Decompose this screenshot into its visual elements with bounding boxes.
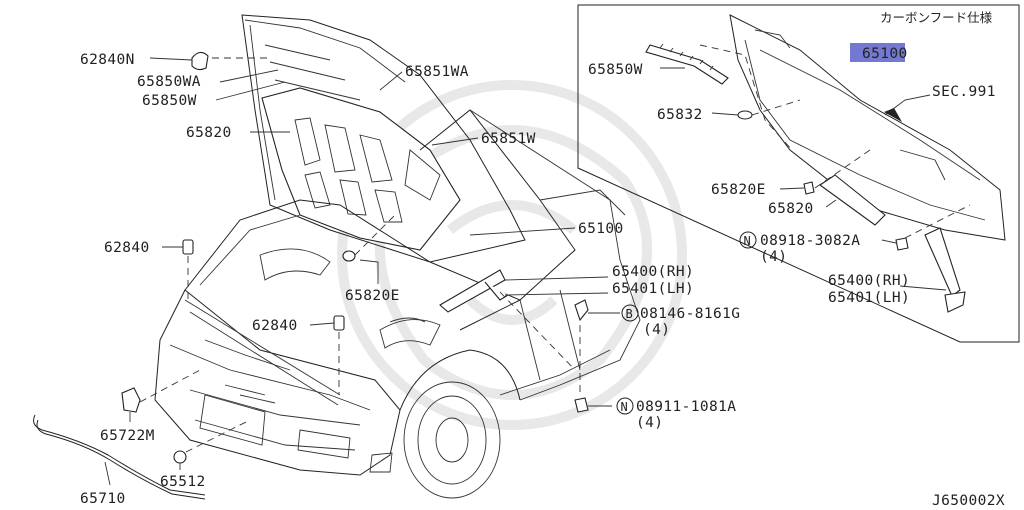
inset-label-65850W: 65850W [588,62,643,78]
watermark [337,80,687,430]
inset-label-65401LH: 65401(LH) [828,290,910,306]
inset-label-08918-qty: (4) [760,249,787,265]
label-65850WA: 65850WA [137,74,201,90]
label-65710: 65710 [80,491,126,507]
callout-n-symbol-right: N [744,234,752,248]
label-65851WA: 65851WA [405,64,469,80]
label-62840-lower: 62840 [252,318,298,334]
label-08146-8161G: 08146-8161G [640,306,740,322]
inset-label-SEC991: SEC.991 [932,84,996,100]
inset-note: カーボンフード仕様 [880,10,993,25]
label-08911-qty: (4) [636,415,663,431]
label-65100: 65100 [578,221,624,237]
label-65401LH: 65401(LH) [612,281,694,297]
label-65722M: 65722M [100,428,155,444]
label-65512: 65512 [160,474,206,490]
left-assembly-lines [139,57,581,453]
inset-label-65400RH: 65400(RH) [828,273,910,289]
carbon-hood-inset [577,4,1020,343]
label-08146-qty: (4) [643,322,670,338]
inset-label-65820E: 65820E [711,182,766,198]
label-65820E: 65820E [345,288,400,304]
callout-n-symbol-left: N [621,400,629,414]
label-65820: 65820 [186,125,232,141]
inset-label-65820: 65820 [768,201,814,217]
callout-b-symbol: B [626,307,634,321]
label-65851W: 65851W [481,131,536,147]
callout-symbols: B N N [616,231,757,415]
car-front-drawing [154,14,641,499]
inset-label-65832: 65832 [657,107,703,123]
label-62840-upper: 62840 [104,240,150,256]
label-65400RH: 65400(RH) [612,264,694,280]
label-62840N: 62840N [80,52,135,68]
inset-label-65100: 65100 [862,46,908,62]
label-08911-1081A: 08911-1081A [636,399,736,415]
inset-label-08918-3082A: 08918-3082A [760,233,860,249]
left-leader-lines [104,57,620,486]
left-small-parts [33,51,589,500]
part-labels: 62840N 65850WA 65850W 65851WA 65820 6585… [80,10,1005,509]
part-highlight [850,43,905,62]
diagram-code: J650002X [932,493,1005,509]
label-65850W: 65850W [142,93,197,109]
